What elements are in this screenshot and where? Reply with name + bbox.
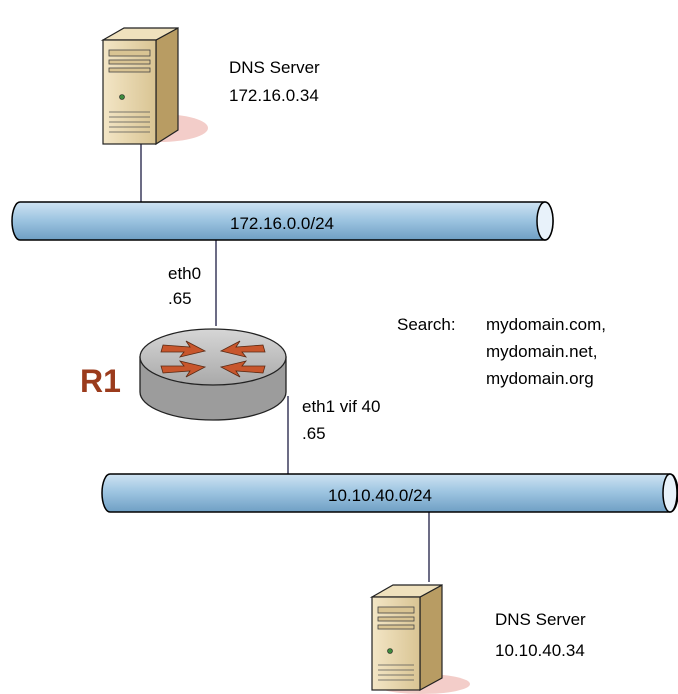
dns-server-bottom-name: DNS Server <box>495 610 586 629</box>
router-icon <box>139 328 287 421</box>
dns-server-top-name: DNS Server <box>229 58 320 77</box>
network-top-label: 172.16.0.0/24 <box>230 214 334 233</box>
router-eth1-ip: .65 <box>302 424 326 443</box>
search-label: Search: <box>397 315 456 334</box>
router-eth0-iface: eth0 <box>168 264 201 283</box>
dns-server-top-icon <box>100 26 208 146</box>
dns-server-bottom-ip: 10.10.40.34 <box>495 641 585 660</box>
network-bottom-label: 10.10.40.0/24 <box>328 486 432 505</box>
router-name: R1 <box>80 363 121 399</box>
network-segment-bottom <box>101 473 678 513</box>
router-eth1-iface: eth1 vif 40 <box>302 397 380 416</box>
network-segment-top <box>11 201 554 241</box>
dns-server-top-ip: 172.16.0.34 <box>229 86 319 105</box>
search-domain-1: mydomain.com, <box>486 315 606 334</box>
router-eth0-ip: .65 <box>168 289 192 308</box>
search-domain-3: mydomain.org <box>486 369 594 388</box>
search-domain-2: mydomain.net, <box>486 342 598 361</box>
dns-server-bottom-icon <box>369 583 470 694</box>
